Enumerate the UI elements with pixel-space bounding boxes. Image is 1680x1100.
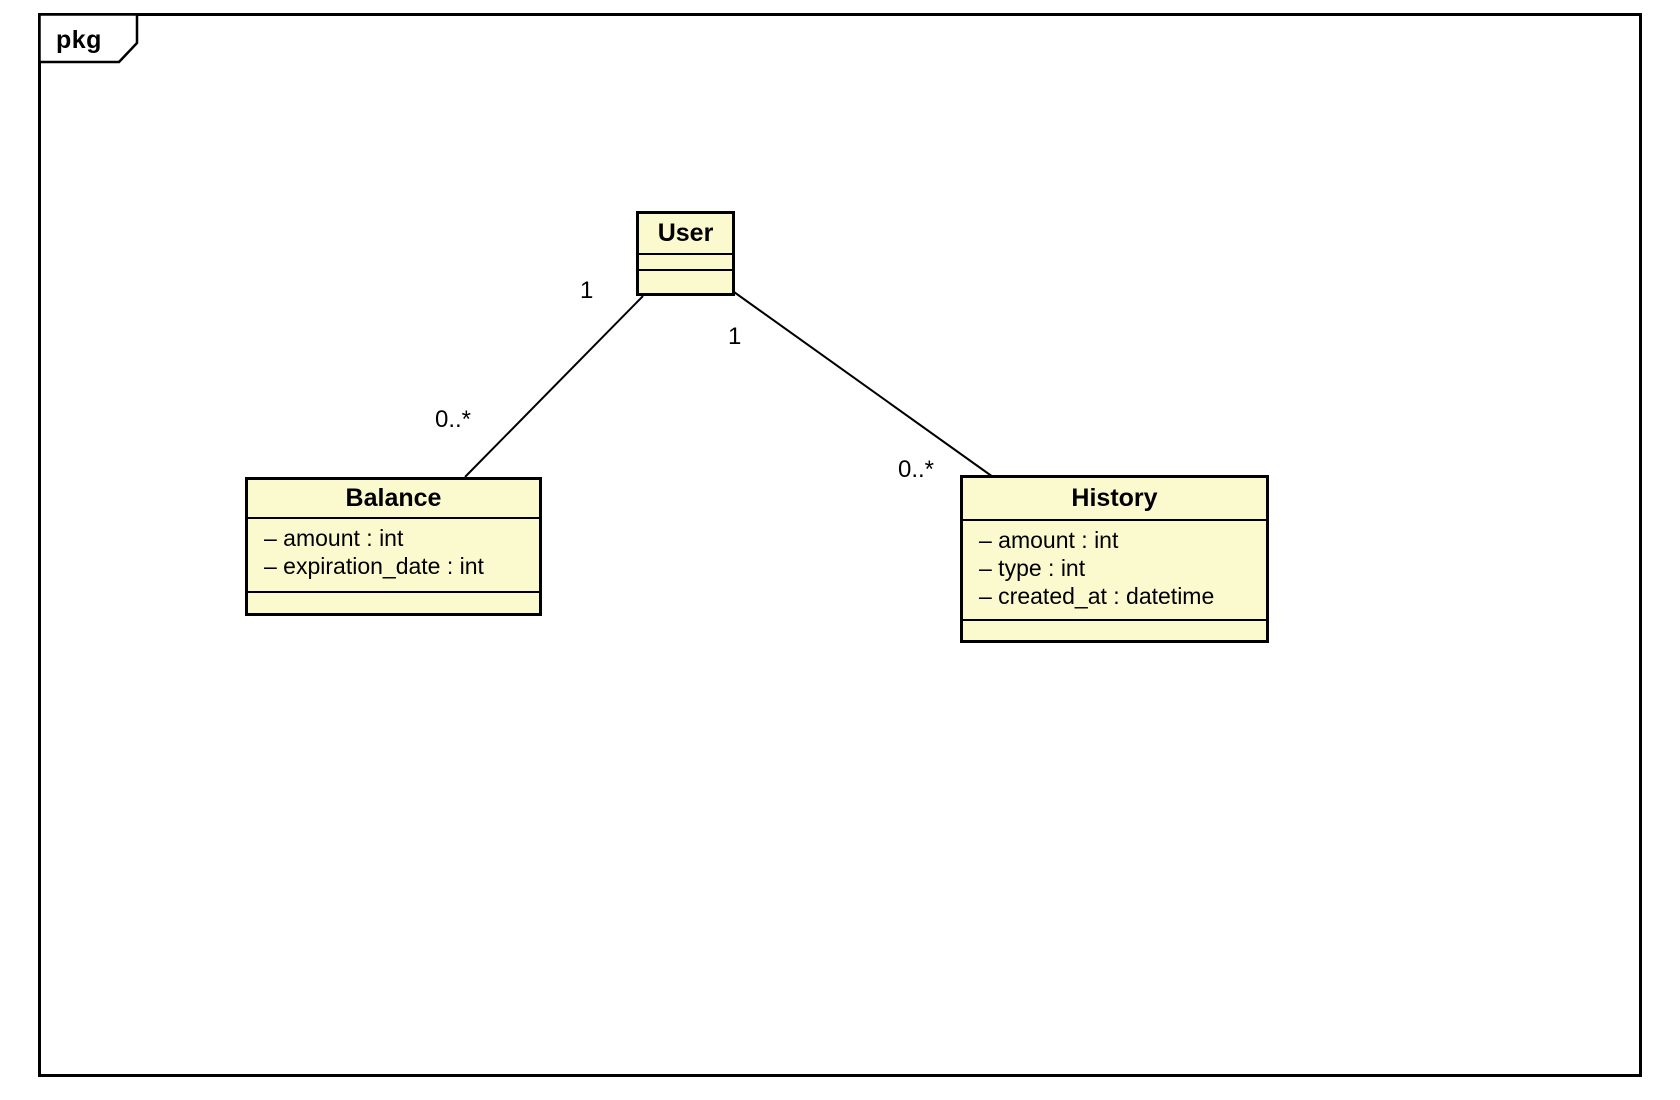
class-attributes-user bbox=[639, 255, 732, 271]
multiplicity-user-history-target[interactable]: 0..* bbox=[898, 456, 935, 483]
package-tab[interactable] bbox=[38, 13, 139, 64]
class-operations-history bbox=[963, 621, 1266, 640]
association-user-history-line[interactable] bbox=[733, 291, 994, 478]
attribute-row: – amount : int bbox=[979, 527, 1119, 553]
class-title-history: History bbox=[963, 478, 1266, 521]
multiplicity-user-balance-target[interactable]: 0..* bbox=[435, 406, 472, 433]
attribute-row: – expiration_date : int bbox=[264, 553, 484, 579]
multiplicity-user-history-source[interactable]: 1 bbox=[728, 323, 742, 350]
attribute-row: – created_at : datetime bbox=[979, 583, 1215, 609]
class-box-balance[interactable]: Balance – amount : int – expiration_date… bbox=[245, 477, 542, 616]
class-operations-balance bbox=[248, 593, 539, 613]
association-user-balance-line[interactable] bbox=[464, 295, 644, 478]
class-operations-user bbox=[639, 271, 732, 293]
class-box-history[interactable]: History – amount : int – type : int – cr… bbox=[960, 475, 1269, 643]
class-attributes-history: – amount : int – type : int – created_at… bbox=[963, 521, 1266, 621]
package-frame-border bbox=[38, 13, 1642, 1077]
attribute-row: – amount : int bbox=[264, 525, 404, 551]
class-title-balance: Balance bbox=[248, 480, 539, 519]
attribute-row: – type : int bbox=[979, 555, 1086, 581]
class-box-user[interactable]: User bbox=[636, 211, 735, 296]
package-tab-label: pkg bbox=[56, 26, 102, 54]
class-attributes-balance: – amount : int – expiration_date : int bbox=[248, 519, 539, 593]
class-title-user: User bbox=[639, 214, 732, 255]
multiplicity-user-balance-source[interactable]: 1 bbox=[580, 277, 594, 304]
